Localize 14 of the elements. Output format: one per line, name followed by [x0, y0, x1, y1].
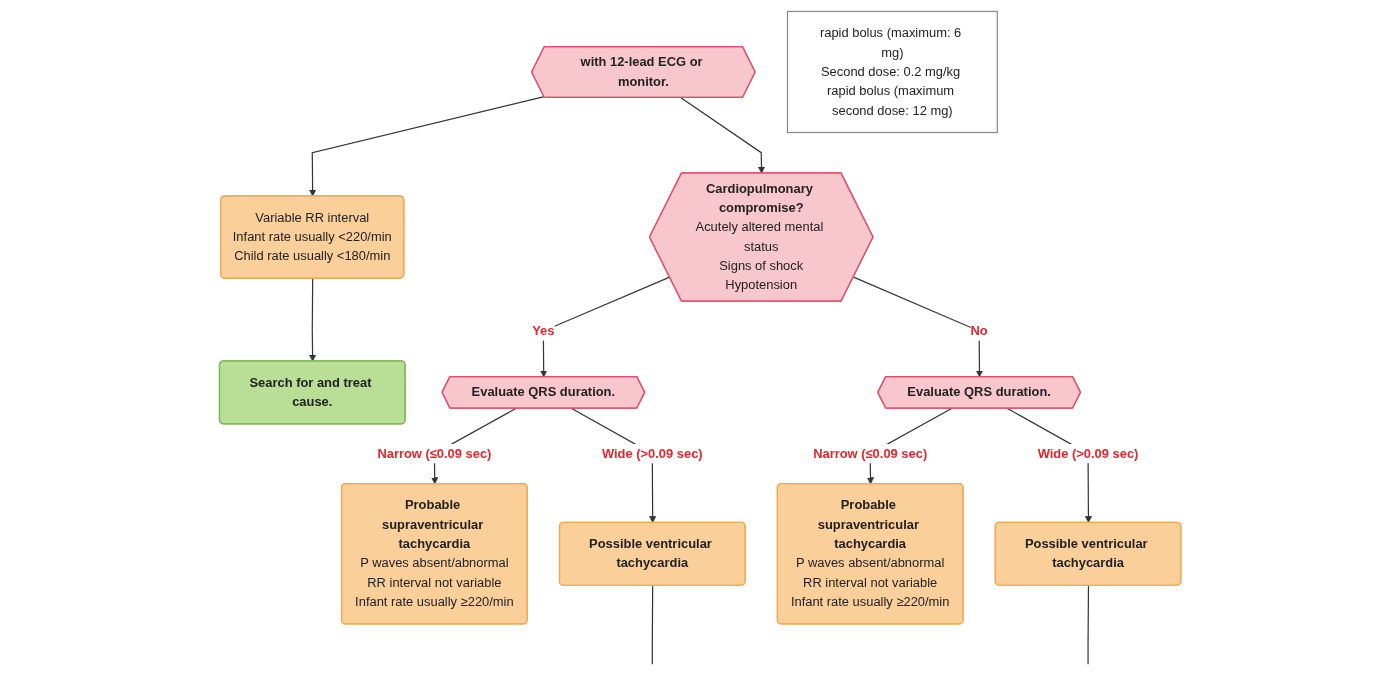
connector [651, 585, 654, 665]
edge-label: Wide (>0.09 sec) [1037, 446, 1139, 461]
edge-label: Wide (>0.09 sec) [601, 446, 703, 461]
edge-label: Narrow (≤0.09 sec) [377, 446, 492, 461]
node-box: rapid bolus (maximum: 6 mg) Second dose: 0.2 mg/kg rapid bolus (maximum second dose: 12 mg) [786, 10, 998, 134]
arrow [308, 96, 545, 197]
arrow [308, 277, 316, 362]
edge-label: No [970, 323, 988, 338]
arrow [680, 97, 765, 174]
edge-label: Yes [532, 323, 555, 338]
connector [1087, 585, 1089, 665]
arrow [539, 276, 671, 378]
arrow [852, 276, 983, 378]
edge-label: Narrow (≤0.09 sec) [812, 446, 928, 461]
